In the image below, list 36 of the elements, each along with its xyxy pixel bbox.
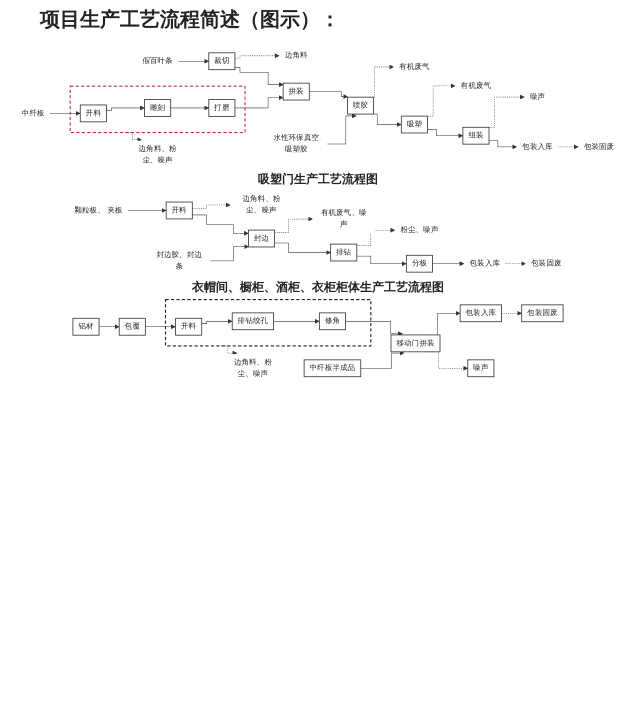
arrow	[273, 318, 320, 324]
arrow	[356, 256, 407, 266]
arrow	[50, 111, 80, 116]
arrow	[170, 106, 210, 110]
arrow	[505, 261, 526, 266]
arrow	[488, 140, 518, 150]
arrow	[558, 144, 579, 150]
arrow	[501, 310, 522, 316]
arrow	[274, 242, 331, 255]
arrow	[145, 324, 176, 330]
arrow	[210, 244, 249, 262]
diagram-title: 项目生产工艺流程简述（图示）：	[40, 6, 340, 33]
arrow	[192, 202, 231, 210]
arrow	[192, 214, 249, 236]
arrow	[126, 132, 142, 142]
arrow	[432, 261, 464, 266]
arrow	[274, 216, 313, 233]
arrow	[326, 114, 357, 144]
section-heading: 衣帽间、橱柜、酒柜、衣柜柜体生产工艺流程图	[192, 280, 444, 295]
arrow	[427, 129, 464, 138]
arrow	[201, 318, 232, 324]
arrow	[220, 346, 238, 356]
arrow	[106, 106, 145, 111]
cluster	[70, 86, 246, 134]
section-heading: 吸塑门生产工艺流程图	[258, 172, 378, 188]
arrow	[356, 228, 396, 246]
arrow	[178, 58, 210, 64]
cluster	[164, 298, 372, 346]
arrow	[234, 95, 284, 108]
arrow	[345, 321, 403, 336]
arrow	[360, 350, 404, 369]
arrow	[98, 324, 120, 330]
arrow	[234, 67, 284, 87]
arrow	[234, 53, 280, 58]
arrow	[128, 208, 166, 213]
arrow	[309, 91, 348, 99]
